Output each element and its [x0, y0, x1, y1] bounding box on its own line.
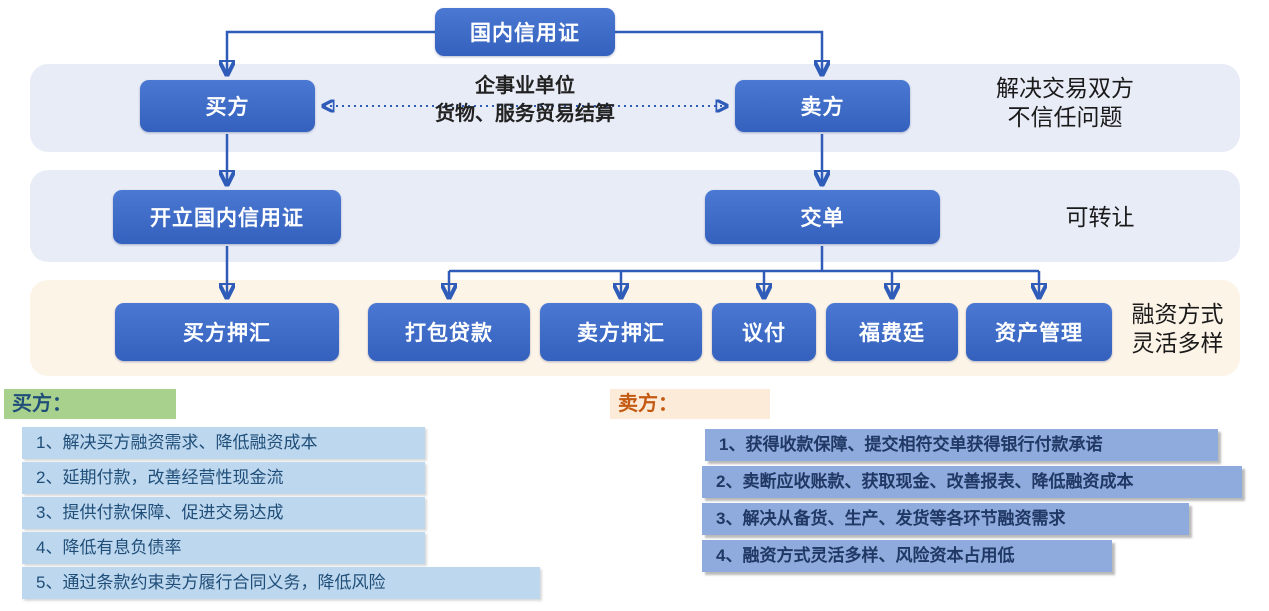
node-negotiation: 议付 — [712, 303, 816, 361]
seller-benefits-heading: 卖方： — [610, 389, 770, 419]
note-trust: 解决交易双方 不信任问题 — [950, 74, 1180, 132]
buyer-benefits-heading: 买方： — [4, 389, 176, 419]
note-transferable: 可转让 — [1065, 204, 1135, 230]
node-present-documents: 交单 — [705, 190, 940, 244]
note-trust-line2: 不信任问题 — [1007, 104, 1123, 130]
seller-benefit-item: 1、获得收款保障、提交相符交单获得银行付款承诺 — [705, 429, 1218, 461]
node-open-lc: 开立国内信用证 — [113, 190, 341, 244]
note-financing-flexible: 融资方式 灵活多样 — [1110, 300, 1245, 358]
node-seller: 卖方 — [735, 80, 910, 132]
buyer-benefit-item: 3、提供付款保障、促进交易达成 — [22, 497, 425, 529]
seller-benefit-item: 2、卖断应收账款、获取现金、改善报表、降低融资成本 — [702, 466, 1242, 498]
node-packing-loan: 打包贷款 — [368, 303, 530, 361]
node-seller-bill-purchase: 卖方押汇 — [540, 303, 702, 361]
note-trust-line1: 解决交易双方 — [996, 75, 1134, 101]
buyer-benefit-item: 2、延期付款，改善经营性现金流 — [22, 462, 425, 494]
node-buyer: 买方 — [140, 80, 315, 132]
label-trade-settlement-line1: 企事业单位 — [475, 75, 575, 97]
seller-benefit-item: 4、融资方式灵活多样、风险资本占用低 — [702, 540, 1112, 572]
label-trade-settlement-line2: 货物、服务贸易结算 — [435, 103, 615, 125]
node-forfaiting: 福费廷 — [826, 303, 958, 361]
node-buyer-bill-purchase: 买方押汇 — [115, 303, 339, 361]
node-asset-management: 资产管理 — [966, 303, 1112, 361]
buyer-benefit-item: 1、解决买方融资需求、降低融资成本 — [22, 427, 425, 459]
buyer-benefit-item: 5、通过条款约束卖方履行合同义务，降低风险 — [22, 567, 540, 599]
node-domestic-lc: 国内信用证 — [435, 8, 615, 56]
seller-benefit-item: 3、解决从备货、生产、发货等各环节融资需求 — [702, 503, 1189, 535]
label-trade-settlement: 企事业单位 货物、服务贸易结算 — [360, 72, 690, 128]
note-financing-flexible-line1: 融资方式 — [1131, 301, 1224, 327]
note-financing-flexible-line2: 灵活多样 — [1131, 330, 1224, 356]
buyer-benefit-item: 4、降低有息负债率 — [22, 532, 425, 564]
